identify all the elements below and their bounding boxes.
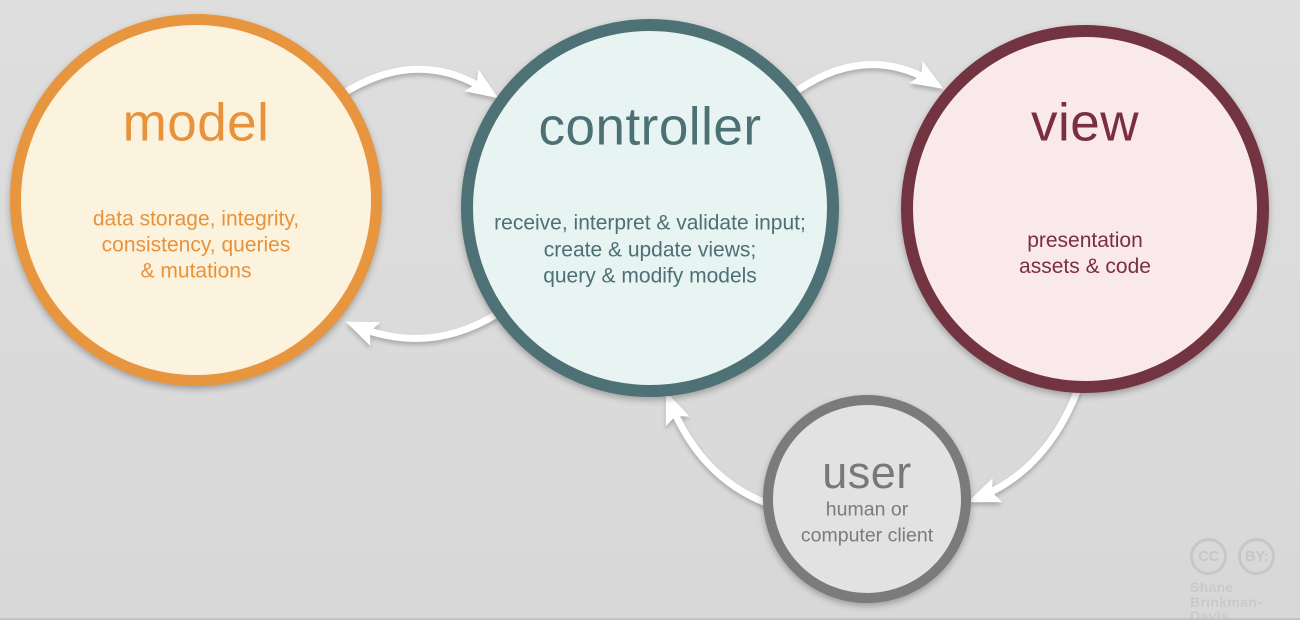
cc-by-label: BY: — [1244, 548, 1269, 565]
node-controller-title: controller — [538, 97, 762, 157]
node-model-description: data storage, integrity, consistency, qu… — [92, 207, 300, 283]
node-view: view presentation assets & code — [901, 25, 1269, 393]
cc-by-icon: BY: — [1238, 538, 1275, 575]
attribution-author: Shane Brinkman-Davis — [1190, 579, 1262, 620]
node-user-title: user — [822, 446, 912, 498]
node-user: user human or computer client — [763, 395, 971, 603]
cc-license-label: CC — [1198, 548, 1219, 565]
cc-attribution: CC BY: Shane Brinkman-Davis — [1190, 538, 1300, 620]
node-user-description: human or computer client — [800, 499, 934, 547]
arrow-user-to-controller — [665, 391, 768, 507]
cc-license-icon: CC — [1190, 538, 1227, 575]
node-view-description: presentation assets & code — [1019, 228, 1151, 278]
arrow-controller-to-view — [796, 61, 944, 93]
node-view-title: view — [1030, 93, 1140, 153]
arrow-model-to-controller — [342, 65, 499, 99]
node-controller: controller receive, interpret & validate… — [461, 19, 839, 397]
arrow-view-to-user — [967, 387, 1082, 503]
arrow-controller-to-model — [345, 311, 499, 346]
node-controller-description: receive, interpret & validate input; cre… — [494, 212, 806, 288]
node-model: model data storage, integrity, consisten… — [10, 14, 382, 386]
node-model-title: model — [122, 93, 270, 153]
